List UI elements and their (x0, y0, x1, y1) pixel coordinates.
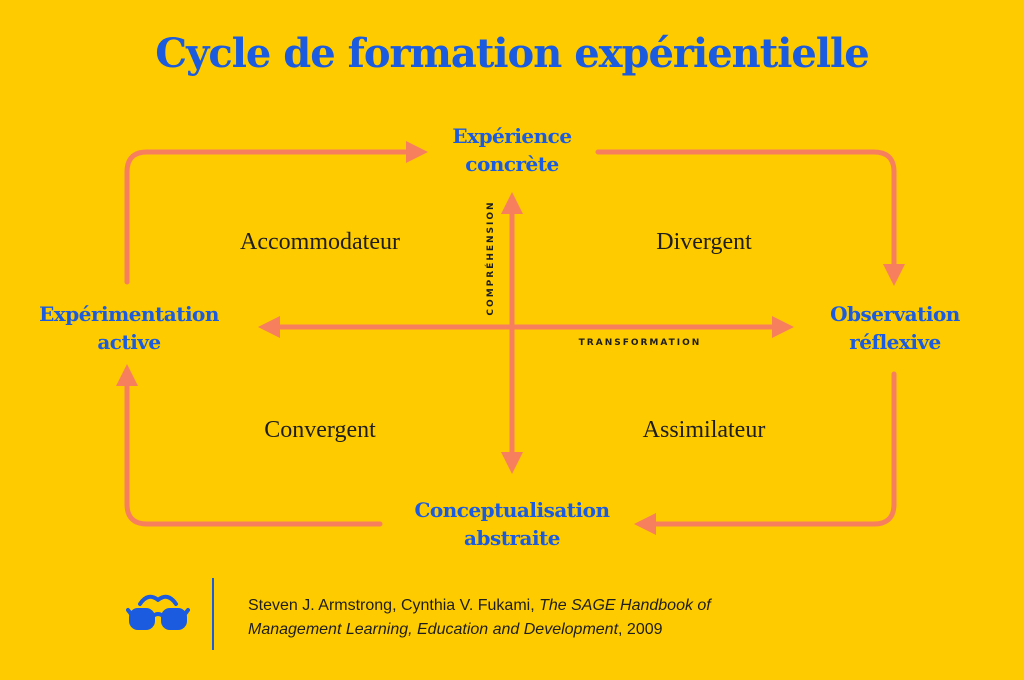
arrowhead-to-bottom (634, 513, 656, 535)
node-label-line: abstraite (464, 526, 561, 550)
arrowhead-to-left (116, 364, 138, 386)
arrowhead-to-right (883, 264, 905, 286)
quadrant-divergent: Divergent (656, 229, 752, 255)
citation-authors: Steven J. Armstrong, Cynthia V. Fukami, (248, 597, 540, 614)
node-label-line: Conceptualisation (414, 498, 610, 522)
citation-line-1: Steven J. Armstrong, Cynthia V. Fukami, … (248, 594, 868, 618)
page-title: Cycle de formation expérientielle (155, 30, 869, 77)
node-label-line: réflexive (849, 330, 941, 354)
axis-arrowhead-down (501, 452, 523, 474)
axis-label-transformation: TRANSFORMATION (578, 338, 702, 348)
citation-line-2: Management Learning, Education and Devel… (248, 618, 868, 642)
citation-book-title: Management Learning, Education and Devel… (248, 621, 619, 638)
glasses-icon (126, 594, 190, 630)
axis-label-comprehension: COMPRÉHENSION (486, 200, 496, 316)
node-conceptualisation-abstraite: Conceptualisation abstraite (372, 496, 652, 552)
cycle-arrow-bottom-to-left (124, 379, 383, 527)
node-label-line: concrète (465, 152, 559, 176)
cycle-arrow-left-to-top (124, 149, 413, 285)
node-label-line: Expérimentation (39, 302, 219, 326)
footer-divider (212, 578, 214, 650)
node-experimentation-active: Expérimentation active (14, 300, 244, 356)
citation: Steven J. Armstrong, Cynthia V. Fukami, … (248, 594, 868, 642)
cycle-arrow-right-to-bottom (649, 371, 897, 527)
arrowhead-to-top (406, 141, 428, 163)
node-label-line: Observation (830, 302, 960, 326)
node-label-line: active (97, 330, 161, 354)
axis-arrowhead-up (501, 192, 523, 214)
node-experience-concrete: Expérience concrète (404, 122, 620, 178)
citation-year: , 2009 (618, 621, 663, 638)
cycle-arrow-top-to-right (595, 149, 897, 271)
axis-arrowhead-right (772, 316, 794, 338)
quadrant-assimilateur: Assimilateur (642, 417, 766, 443)
axis-arrowhead-left (258, 316, 280, 338)
node-observation-reflexive: Observation réflexive (800, 300, 990, 356)
quadrant-convergent: Convergent (264, 417, 376, 443)
node-label-line: Expérience (452, 124, 572, 148)
citation-book-title: The SAGE Handbook of (539, 597, 711, 614)
quadrant-accommodateur: Accommodateur (240, 229, 400, 255)
